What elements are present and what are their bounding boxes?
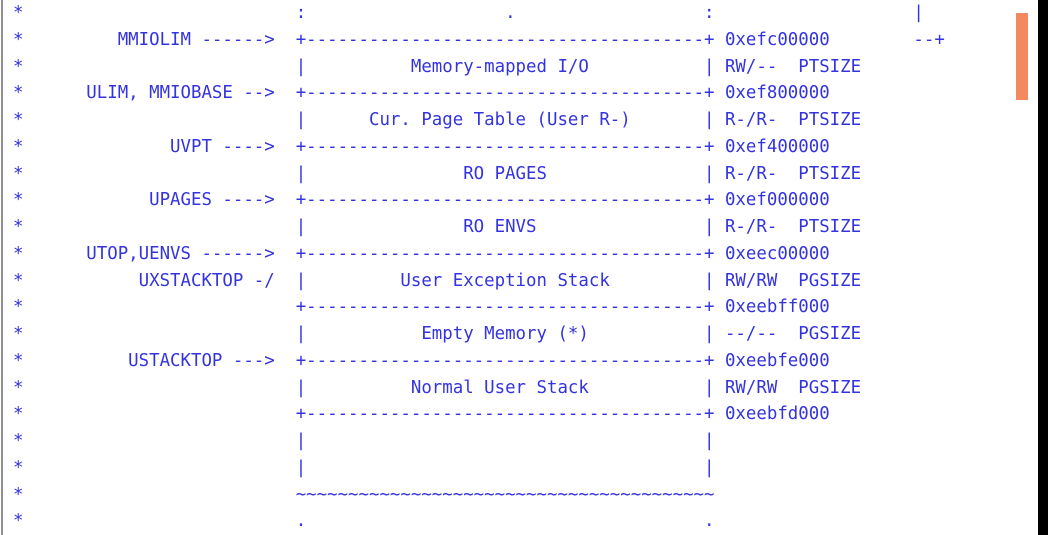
code-line: * USTACKTOP ---> +----------------------…	[13, 350, 830, 371]
code-line: * UXSTACKTOP -/ | User Exception Stack |…	[13, 270, 862, 291]
code-line: * UTOP,UENVS ------> +------------------…	[13, 243, 830, 264]
code-line: * MMIOLIM ------> +---------------------…	[13, 29, 945, 50]
window-right-edge	[1038, 0, 1048, 535]
code-line: * +-------------------------------------…	[13, 297, 830, 318]
editor-left-gutter-rule	[1, 0, 3, 535]
code-line: * . .	[13, 511, 715, 532]
code-line: * : . : |	[13, 3, 924, 23]
code-line: * UVPT ----> +--------------------------…	[13, 136, 830, 157]
code-line: * ULIM, MMIOBASE --> +------------------…	[13, 83, 830, 104]
code-line: * ~~~~~~~~~~~~~~~~~~~~~~~~~~~~~~~~~~~~~~…	[13, 484, 715, 505]
code-line: * | Empty Memory (*) | --/-- PGSIZE	[13, 324, 862, 344]
source-comment-block[interactable]: * : . : | * MMIOLIM ------> +------------…	[13, 0, 1023, 535]
code-line: * | |	[13, 431, 715, 451]
code-line: * UPAGES ----> +------------------------…	[13, 190, 830, 211]
code-line: * | Normal User Stack | RW/RW PGSIZE	[13, 377, 862, 398]
code-line: * | Memory-mapped I/O | RW/-- PTSIZE	[13, 56, 862, 77]
code-line: * | Cur. Page Table (User R-) | R-/R- PT…	[13, 110, 862, 130]
code-line: * | |	[13, 457, 715, 478]
code-line: * | RO ENVS | R-/R- PTSIZE	[13, 217, 862, 237]
code-line: * +-------------------------------------…	[13, 404, 830, 425]
vertical-scrollbar[interactable]	[1014, 0, 1038, 535]
vertical-scrollbar-thumb[interactable]	[1016, 13, 1028, 100]
code-line: * | RO PAGES | R-/R- PTSIZE	[13, 163, 862, 184]
